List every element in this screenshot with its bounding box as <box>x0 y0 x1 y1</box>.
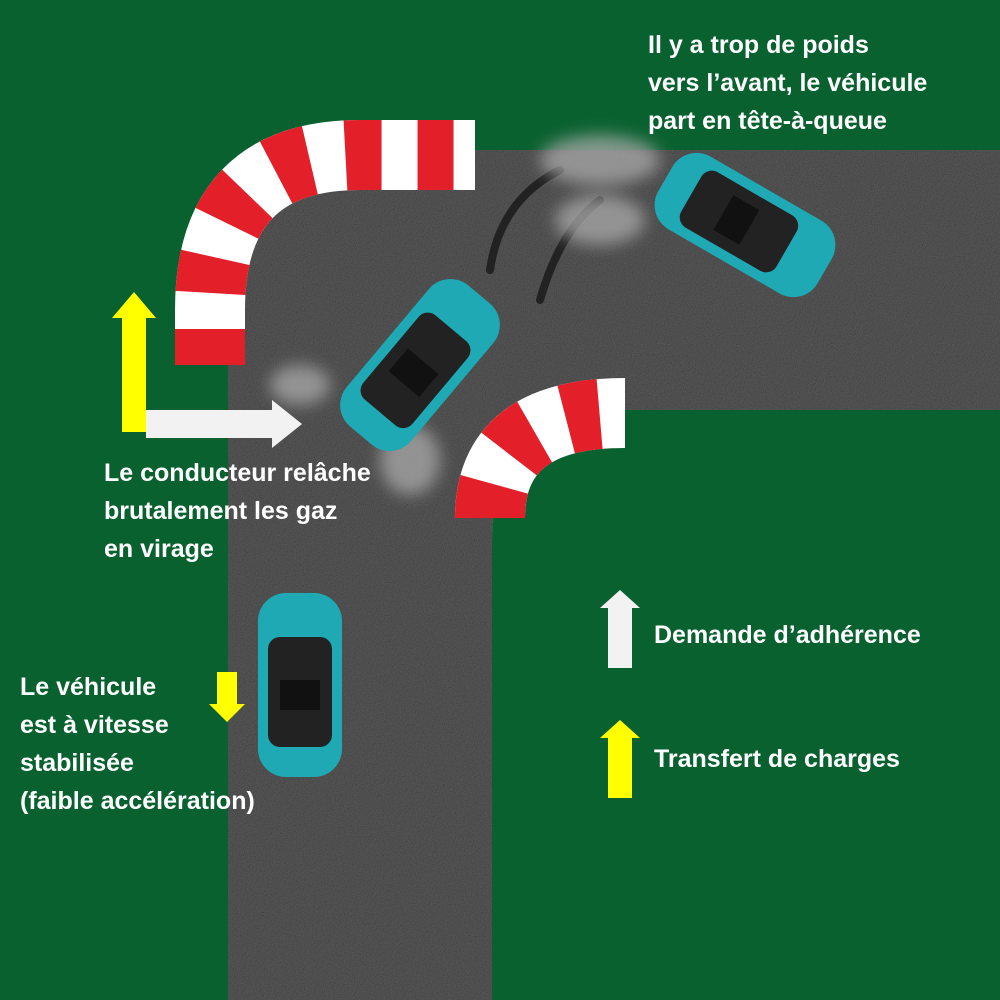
caption-line: Il y a trop de poids <box>648 31 869 59</box>
stable-caption: Le véhicule est à vitesse stabilisée (fa… <box>20 668 255 820</box>
legend-load-arrow <box>600 720 640 798</box>
caption-line: stabilisée <box>20 749 134 777</box>
spin-caption: Il y a trop de poids vers l’avant, le vé… <box>648 26 927 140</box>
caption-line: (faible accélération) <box>20 787 255 815</box>
car-turning <box>340 278 500 452</box>
caption-line: vers l’avant, le véhicule <box>648 69 928 97</box>
car-spinning <box>654 152 836 298</box>
caption-line: en virage <box>104 535 214 563</box>
caption-line: Le véhicule <box>20 673 157 701</box>
load-transfer-arrow-up <box>112 292 156 432</box>
caption-line: est à vitesse <box>20 711 169 739</box>
outer-kerb <box>175 120 475 365</box>
road <box>228 150 1000 1000</box>
legend-grip-label: Demande d’adhérence <box>654 621 921 649</box>
grip-arrow-right <box>146 400 302 448</box>
load-transfer-arrow-down <box>209 672 245 722</box>
caption-line: Le conducteur relâche <box>104 459 371 487</box>
inner-kerb <box>455 378 626 520</box>
caption-line: part en tête-à-queue <box>648 107 887 135</box>
release-caption: Le conducteur relâche brutalement les ga… <box>104 454 371 568</box>
legend-grip-arrow <box>600 590 640 668</box>
car-straight <box>258 593 342 777</box>
legend-load-label: Transfert de charges <box>654 745 900 773</box>
caption-line: brutalement les gaz <box>104 497 338 525</box>
